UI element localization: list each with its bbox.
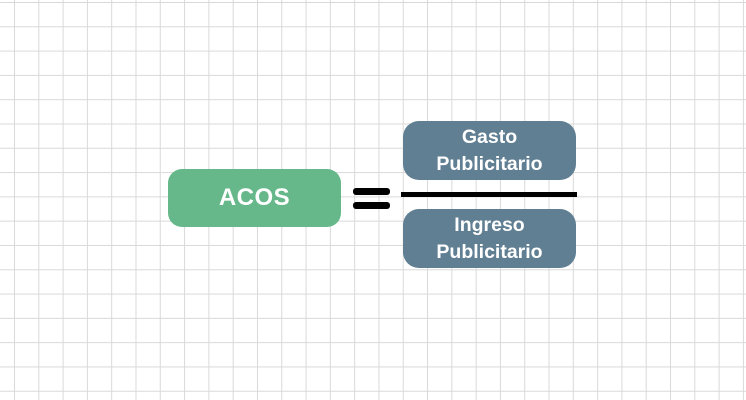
fraction-line xyxy=(401,192,577,197)
equals-sign-bottom-bar xyxy=(353,202,390,209)
acos-term-box: ACOS xyxy=(168,169,341,227)
denominator-box: Ingreso Publicitario xyxy=(403,209,576,268)
acos-label: ACOS xyxy=(218,184,291,211)
denominator-label: Ingreso Publicitario xyxy=(436,213,543,263)
numerator-label: Gasto Publicitario xyxy=(436,125,543,175)
numerator-box: Gasto Publicitario xyxy=(403,121,576,180)
equals-sign-top-bar xyxy=(353,188,390,195)
